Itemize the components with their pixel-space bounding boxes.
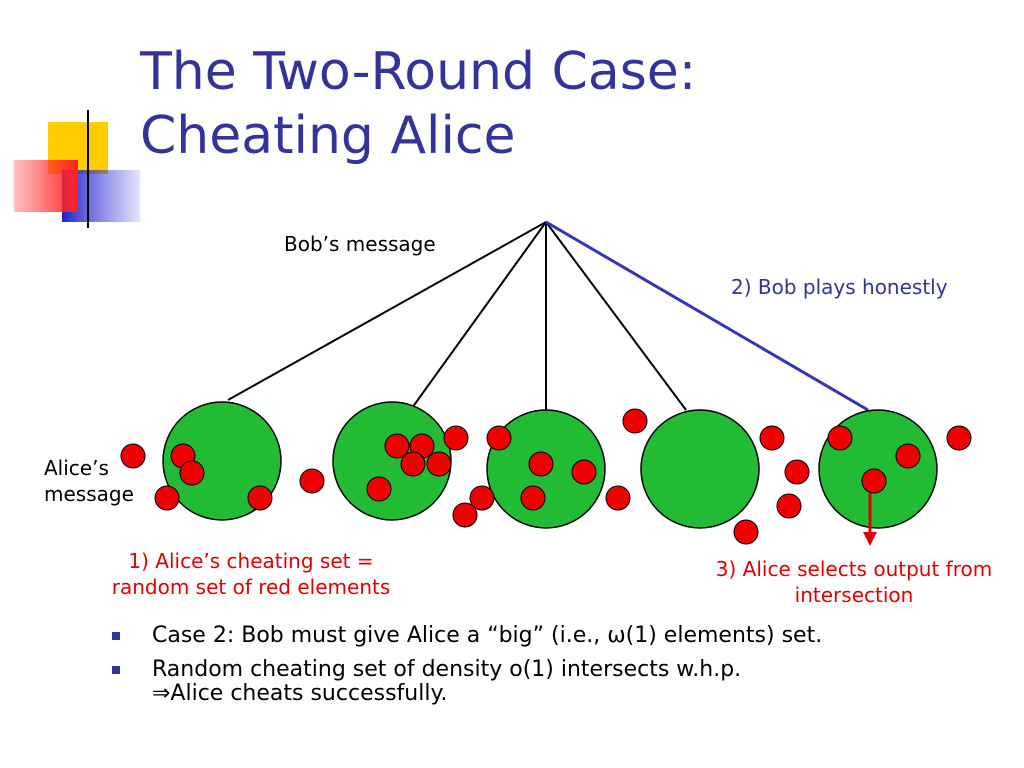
red-element xyxy=(605,485,631,511)
red-element xyxy=(400,451,426,477)
red-element xyxy=(469,485,495,511)
red-element xyxy=(571,459,597,485)
red-element xyxy=(179,460,205,486)
page-title: The Two-Round Case: Cheating Alice xyxy=(140,40,696,168)
edge-2 xyxy=(411,221,547,409)
select-output-line-1: 3) Alice selects output from xyxy=(715,557,993,581)
red-element xyxy=(861,468,887,494)
select-output-line-2: intersection xyxy=(794,583,914,607)
red-element xyxy=(486,425,512,451)
bullet-text: Random cheating set of density o(1) inte… xyxy=(152,657,742,682)
red-elements xyxy=(120,408,972,545)
edge-1 xyxy=(227,221,547,401)
alices-message-line-2: message xyxy=(44,482,134,506)
red-element xyxy=(520,485,546,511)
cheating-set-label: 1) Alice’s cheating set = random set of … xyxy=(86,548,416,600)
alices-message-line-1: Alice’s xyxy=(44,456,109,480)
title-line-2: Cheating Alice xyxy=(140,106,516,166)
edge-honest xyxy=(545,220,869,412)
bullet-list: Case 2: Bob must give Alice a “big” (i.e… xyxy=(112,624,822,716)
bullet-square-icon xyxy=(112,666,120,674)
bobs-message-label: Bob’s message xyxy=(284,232,436,256)
green-set-4 xyxy=(640,409,760,529)
red-element xyxy=(384,433,410,459)
bullet-text: Case 2: Bob must give Alice a “big” (i.e… xyxy=(152,623,823,648)
red-element xyxy=(895,443,921,469)
red-element xyxy=(247,485,273,511)
red-element xyxy=(528,451,554,477)
red-element xyxy=(776,493,802,519)
red-element xyxy=(120,443,146,469)
select-output-label: 3) Alice selects output from intersectio… xyxy=(694,556,1014,608)
cheating-set-line-2: random set of red elements xyxy=(111,575,391,599)
red-element xyxy=(426,451,452,477)
red-square xyxy=(14,160,78,212)
corner-decoration xyxy=(14,110,1000,228)
red-element xyxy=(452,502,478,528)
red-element xyxy=(827,425,853,451)
red-element xyxy=(299,468,325,494)
bob-honest-label: 2) Bob plays honestly xyxy=(731,275,948,299)
bullet-item: Case 2: Bob must give Alice a “big” (i.e… xyxy=(112,624,822,648)
red-element xyxy=(366,476,392,502)
select-arrow-head xyxy=(863,532,877,546)
red-element xyxy=(946,425,972,451)
red-element xyxy=(733,519,759,545)
title-line-1: The Two-Round Case: xyxy=(140,42,697,102)
bullet-square-icon xyxy=(112,632,120,640)
red-element xyxy=(154,485,180,511)
alices-message-label: Alice’s message xyxy=(44,455,134,507)
edge-4 xyxy=(545,221,687,411)
bullet-item: Random cheating set of density o(1) inte… xyxy=(112,658,822,706)
red-element xyxy=(443,425,469,451)
cheating-set-line-1: 1) Alice’s cheating set = xyxy=(128,549,374,573)
red-element xyxy=(759,425,785,451)
bullet-subtext: ⇒Alice cheats successfully. xyxy=(152,681,448,706)
red-element xyxy=(622,408,648,434)
red-element xyxy=(784,459,810,485)
